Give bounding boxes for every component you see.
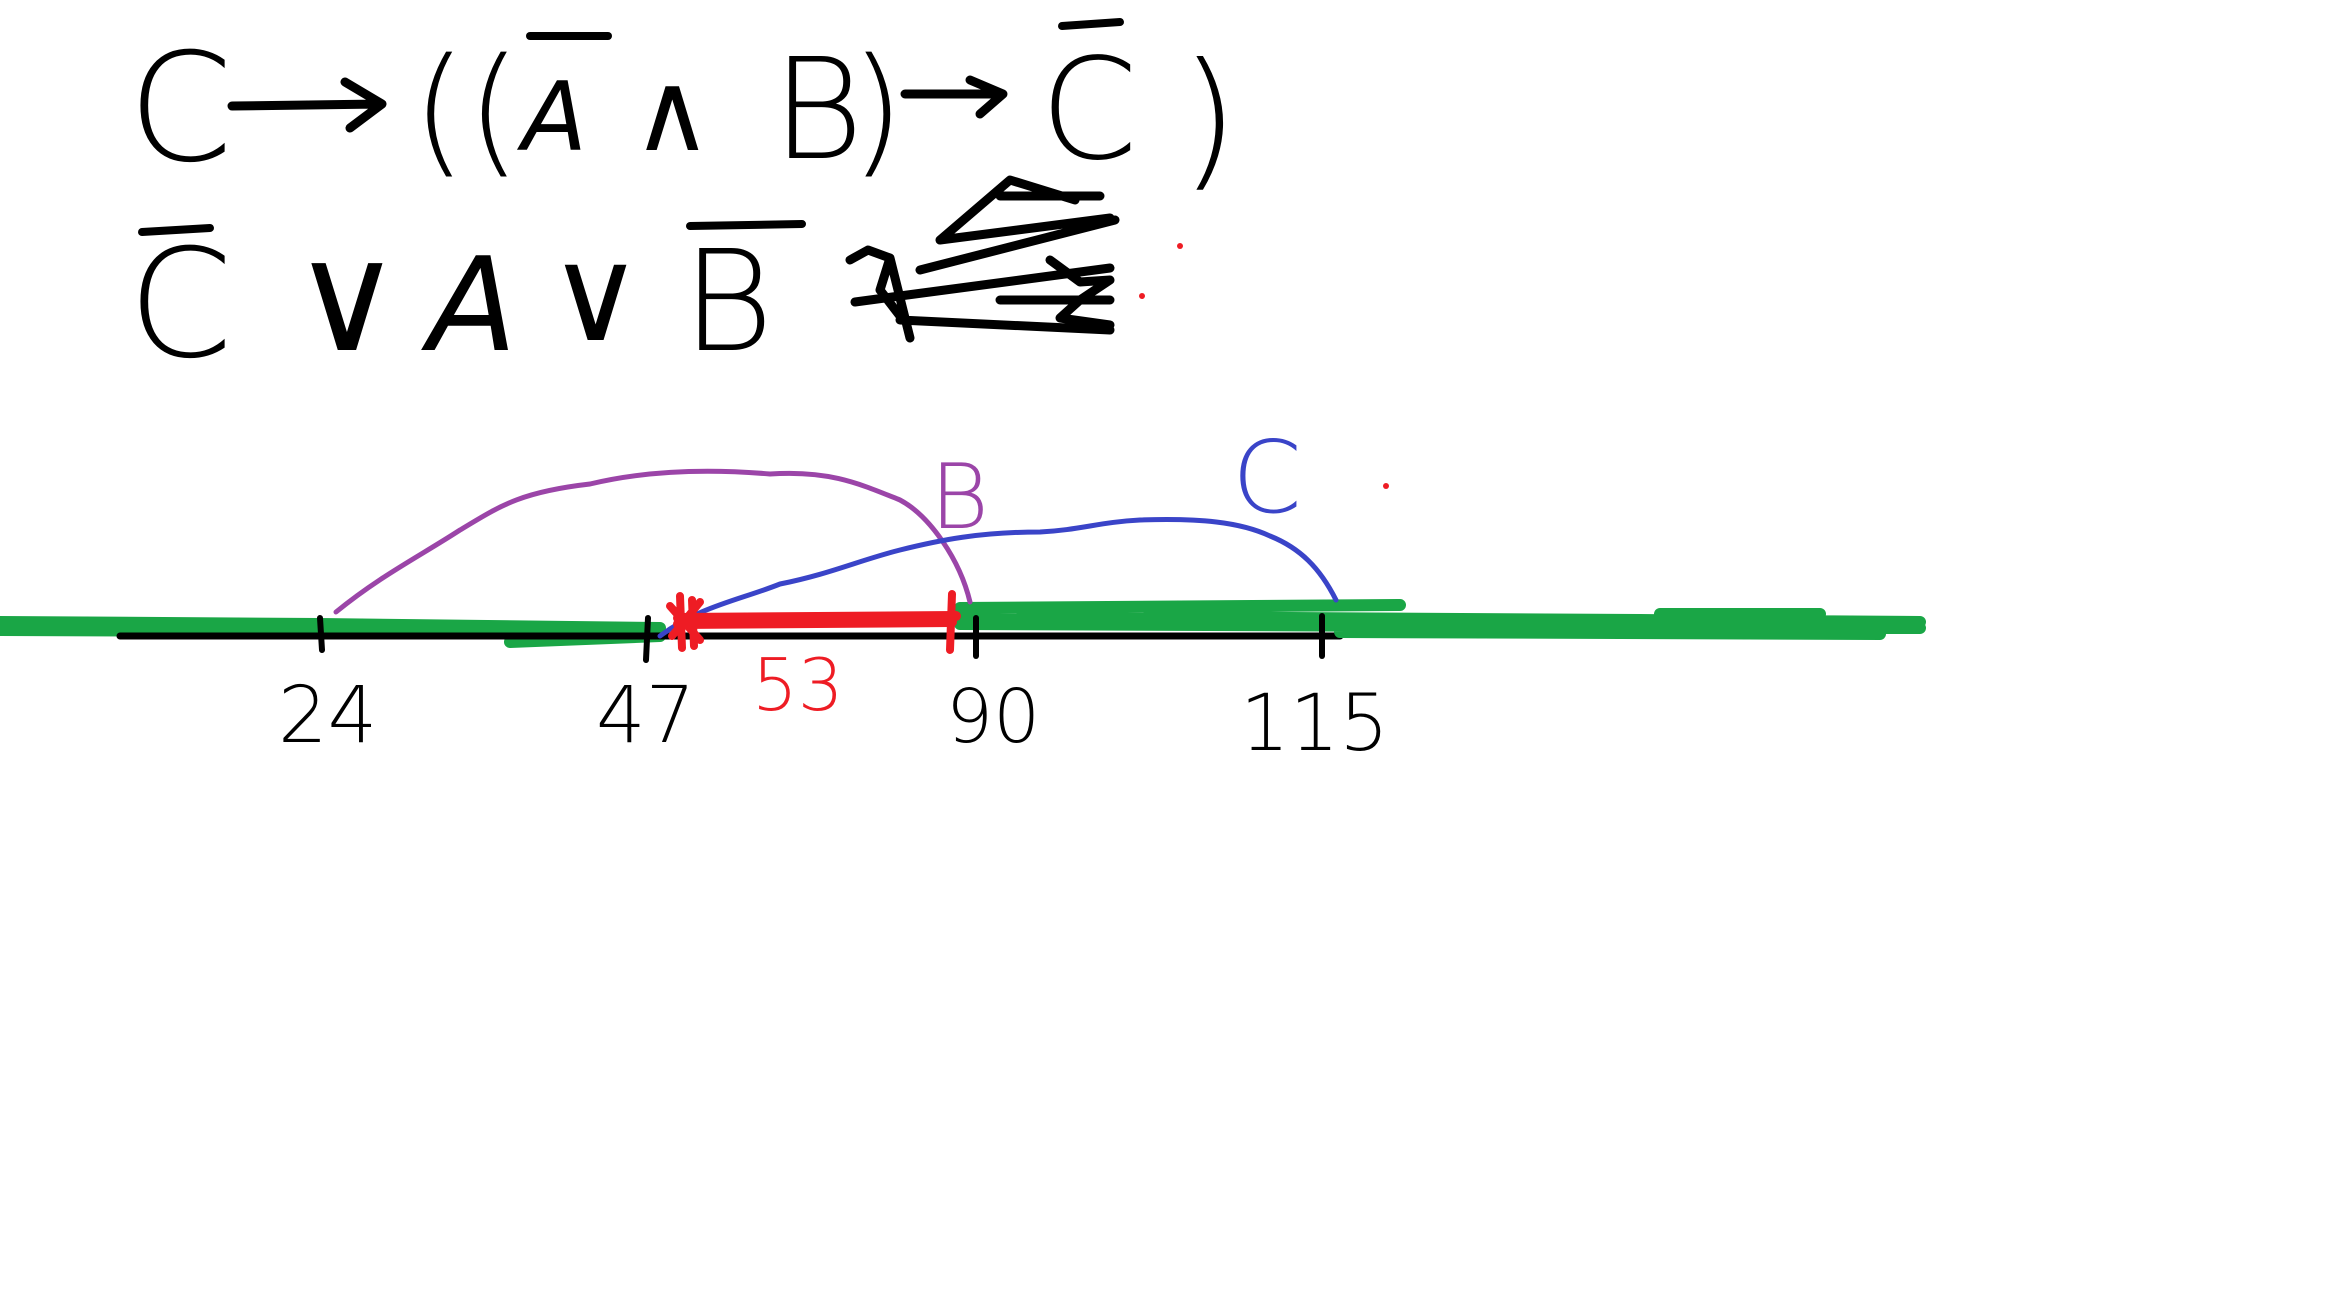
formula-line-2: C ∨ A ∨ B [128,175,1120,392]
formula2-c: C [128,218,233,392]
tick-label-24: 24 [278,671,377,761]
tick-24 [317,615,325,653]
formula1-b: B [772,29,864,192]
segment-c-label: C [1232,419,1302,536]
segment-b: B [333,445,989,615]
answer-region-right [954,599,1926,640]
red-interval-right-bracket [946,590,956,654]
tick-label-115: 115 [1240,679,1389,769]
formula2-or-2: ∨ [548,219,643,371]
formula1-paren-close-2: ) [1180,32,1239,206]
overline-b [686,220,806,230]
segment-c: C [657,419,1339,639]
red-interval-left-bracket [666,592,704,652]
implies-arrow-1 [227,77,387,133]
formula1-a: A [516,63,587,173]
stray-dot-3 [1383,483,1389,489]
red-annotation: 53 [752,643,844,727]
formula2-a: A [421,229,517,381]
formula1-c-negated: C [1040,29,1138,192]
number-line: 24 47 90 115 [0,599,1926,769]
red-interval-line [673,611,961,629]
overline-c2 [138,224,214,236]
stray-dot-1 [1177,243,1183,249]
stray-dot-2 [1139,293,1145,299]
formula2-b: B [682,221,774,384]
segment-b-label: B [930,445,989,550]
crossed-out-scribble [845,175,1120,343]
tick-label-90: 90 [946,674,1040,760]
segment-b-arc [333,468,973,615]
formula1-and: ∧ [632,48,713,176]
segment-c-arc [657,517,1339,639]
tick-47 [643,615,651,663]
formula1-c: C [128,22,233,196]
formula1-paren-close-1: ) [850,29,905,192]
formula-line-1: C (( A ∧ B ) C ) [128,18,1239,206]
tick-label-47: 47 [596,671,695,761]
red-interval: 53 [666,590,961,727]
formula1-parens-open: (( [412,29,521,192]
formula2-or-1: ∨ [292,212,402,386]
overline-c [1058,18,1124,30]
implies-arrow-2 [900,75,1008,119]
